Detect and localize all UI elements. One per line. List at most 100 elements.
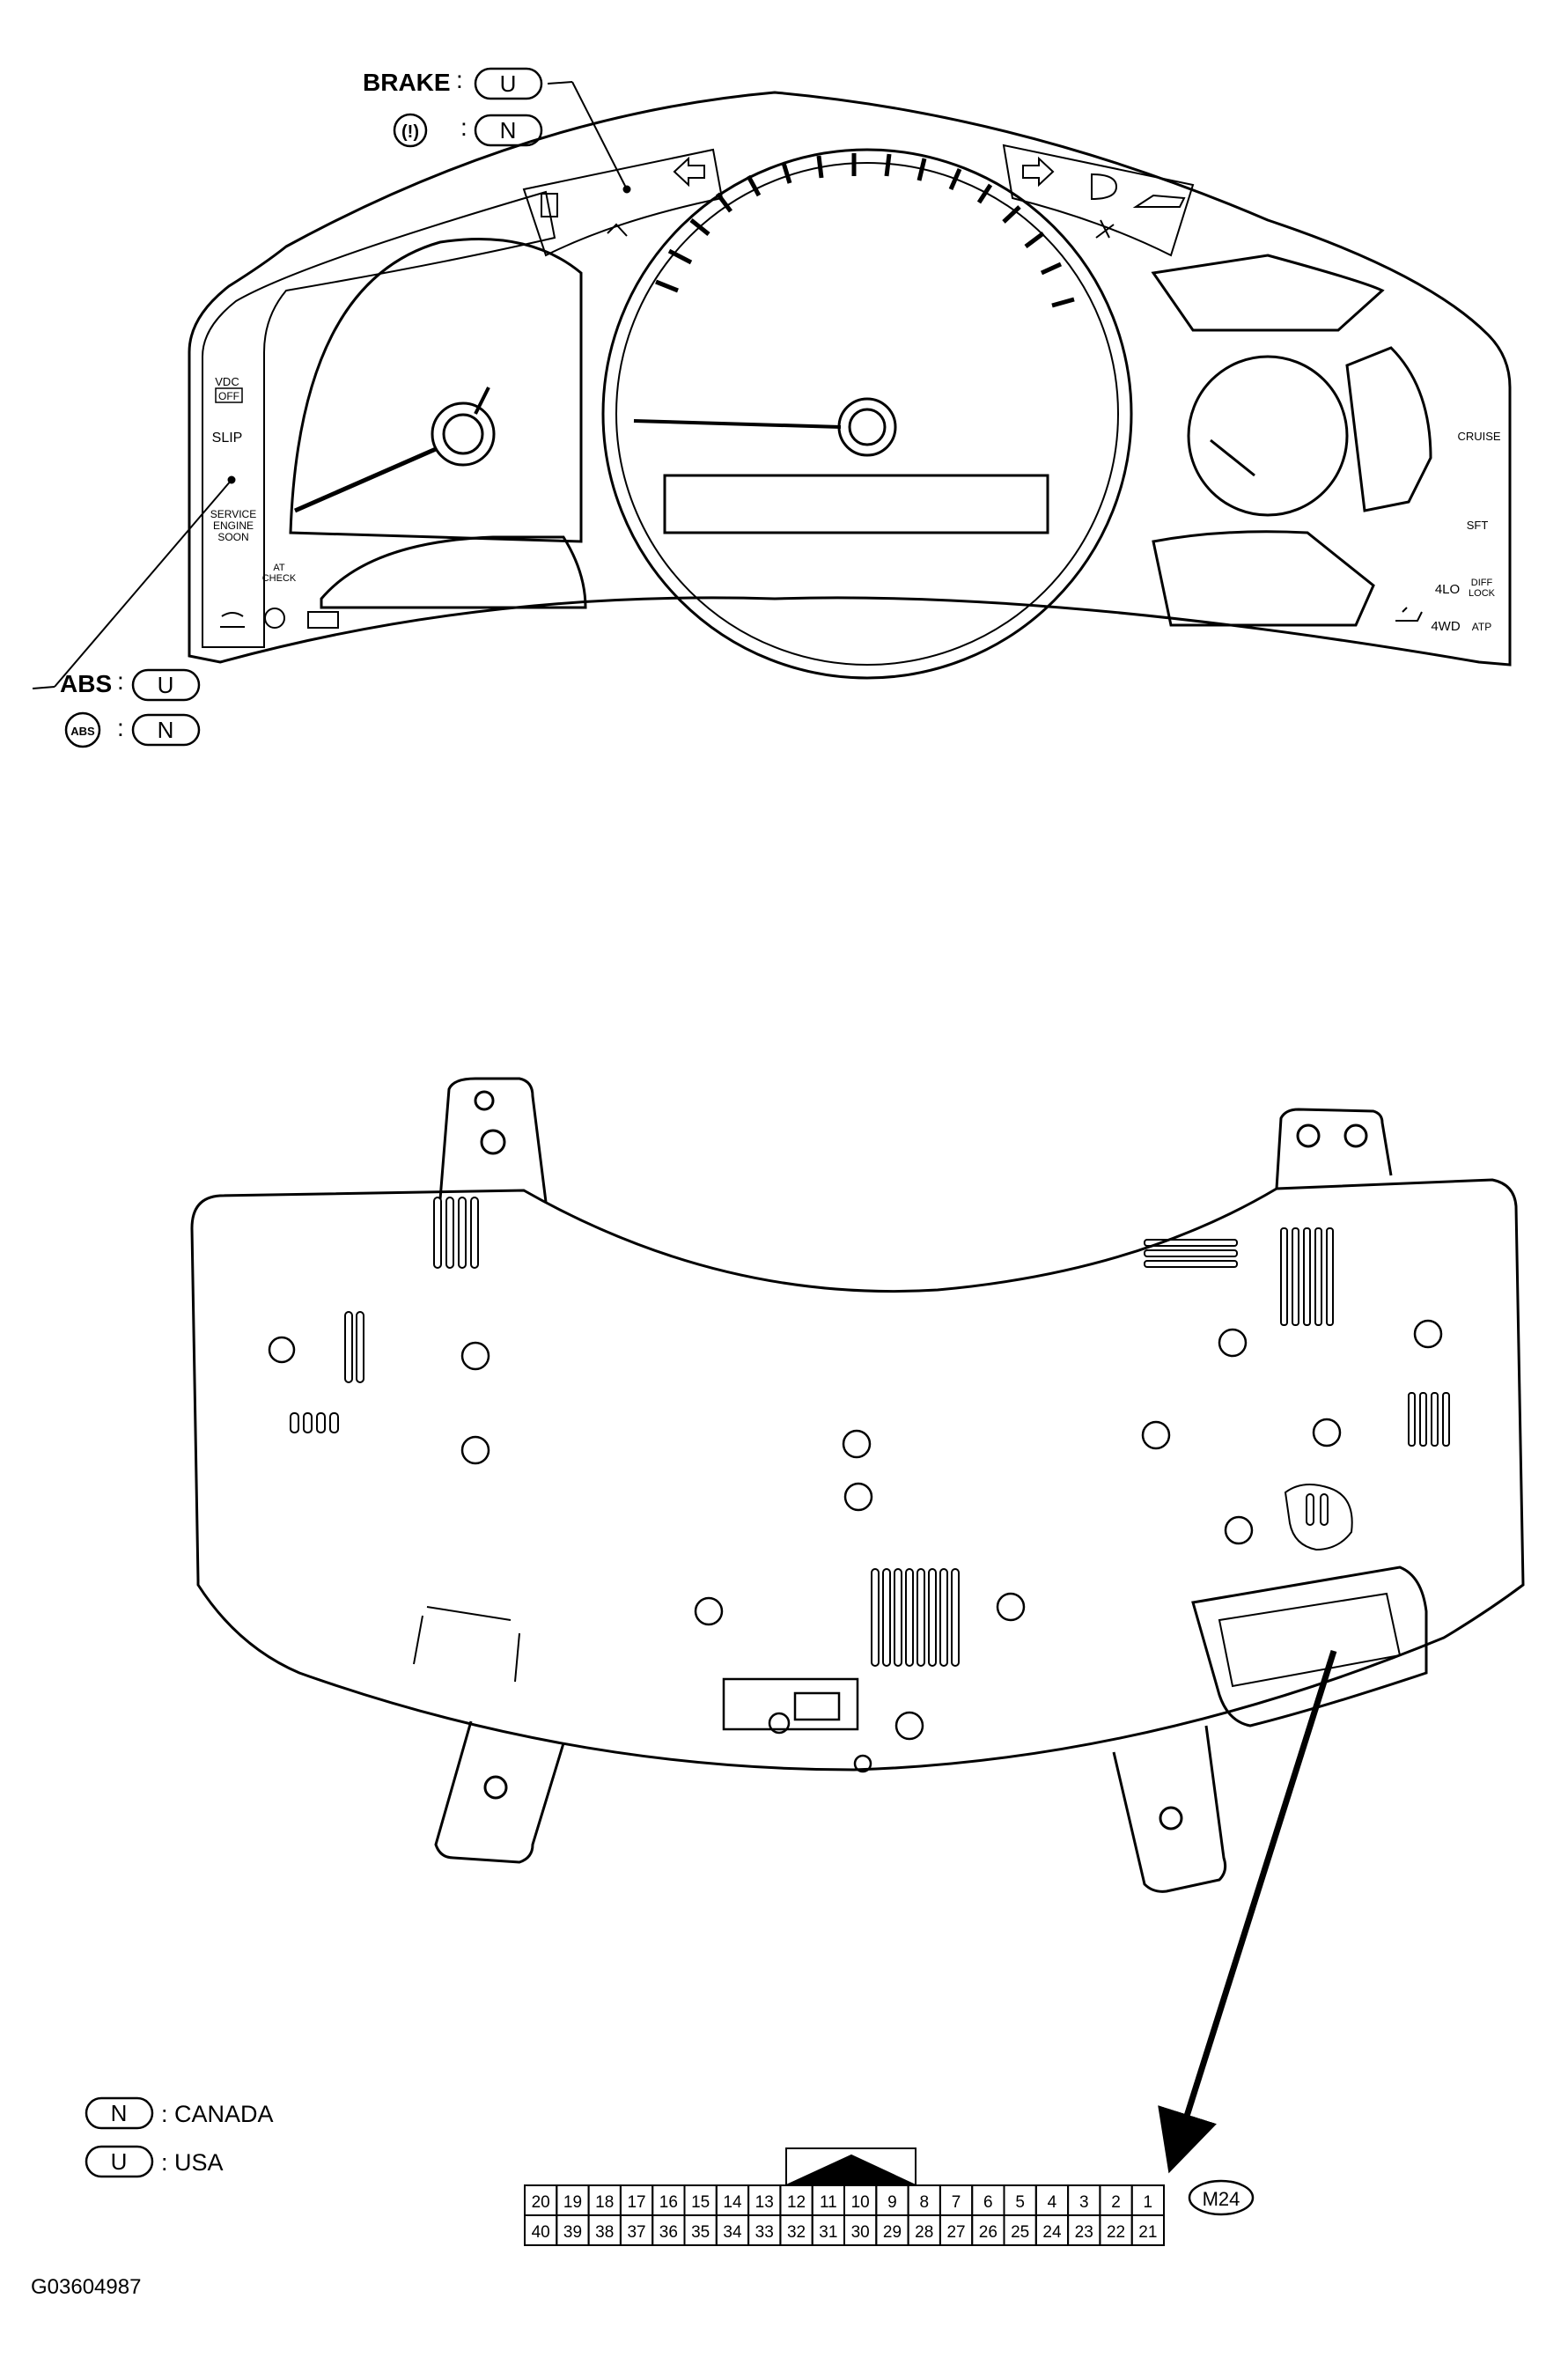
legend-u-box xyxy=(85,2145,154,2178)
pin-number: 33 xyxy=(755,2223,774,2242)
pin-number: 31 xyxy=(819,2223,837,2242)
at-check-label-2: CHECK xyxy=(262,573,297,584)
pin-number: 21 xyxy=(1138,2223,1157,2242)
brake-label: BRAKE xyxy=(363,69,451,96)
rear-connector-housing xyxy=(1191,1484,1428,1727)
speedometer xyxy=(601,148,1133,680)
cluster-housing xyxy=(188,91,1512,667)
oil-icon xyxy=(1395,607,1423,622)
pin-number: 10 xyxy=(851,2193,870,2212)
pin-number: 29 xyxy=(883,2223,902,2242)
pin-number: 13 xyxy=(755,2193,774,2212)
legend-u-code: U xyxy=(111,2148,128,2175)
cluster-rear-view xyxy=(190,1077,1525,1893)
pin-number: 22 xyxy=(1107,2223,1125,2242)
rear-module xyxy=(722,1677,859,1731)
washer-icon xyxy=(220,612,245,628)
trans-temp-gauge xyxy=(1152,530,1375,627)
brake-callout: BRAKE : U xyxy=(363,66,631,194)
cluster-indicator-labels: VDC OFF SLIP SERVICE ENGINE SOON AT CHEC… xyxy=(210,375,1501,634)
seatbelt-icon xyxy=(1095,219,1115,239)
pin-number: 28 xyxy=(915,2223,933,2242)
abs-symbol-code-box xyxy=(131,713,201,747)
brake-symbol-glyph: (!) xyxy=(401,122,419,142)
abs-sep: : xyxy=(117,667,124,695)
pin-number: 24 xyxy=(1042,2223,1062,2242)
speedometer-ticks xyxy=(655,153,1075,308)
pin-number: 6 xyxy=(983,2193,993,2212)
vdc-off-box xyxy=(215,387,243,403)
left-turn-icon xyxy=(673,156,705,188)
pin-number: 32 xyxy=(787,2223,806,2242)
pin-number: 23 xyxy=(1075,2223,1093,2242)
legend-n-code: N xyxy=(111,2100,128,2126)
diff-lock-label-1: DIFF xyxy=(1471,578,1493,588)
brake-warning-icon xyxy=(393,113,428,148)
legend-u-text: : USA xyxy=(161,2149,224,2176)
diff-lock-label-2: LOCK xyxy=(1469,588,1496,599)
pin-number: 8 xyxy=(919,2193,929,2212)
pin-number: 34 xyxy=(723,2223,742,2242)
pin-number: 40 xyxy=(532,2223,550,2242)
figure-id: G03604987 xyxy=(31,2275,141,2299)
right-turn-icon xyxy=(1022,156,1055,188)
at-check-label-1: AT xyxy=(273,563,285,573)
mount-tab-bottom-right xyxy=(1112,1725,1227,1893)
pin-number: 14 xyxy=(723,2193,742,2212)
vdc-off-label: OFF xyxy=(218,390,239,402)
voltmeter xyxy=(1345,346,1432,512)
pin-number: 30 xyxy=(851,2223,870,2242)
fuel-gauge xyxy=(320,535,587,609)
connector-id-badge xyxy=(1188,2179,1255,2216)
mount-tab-top-left xyxy=(438,1077,548,1203)
atp-label: ATP xyxy=(1472,621,1491,633)
brake-symbol-sep: : xyxy=(460,114,467,141)
mount-tab-bottom-left xyxy=(434,1720,565,1864)
service-label-3: SOON xyxy=(217,531,248,543)
brake-sep: : xyxy=(456,66,463,93)
brake-symbol-code-box xyxy=(474,114,543,147)
tachometer xyxy=(289,238,583,543)
brake-code: U xyxy=(500,70,517,97)
pin-number: 1 xyxy=(1144,2193,1153,2212)
service-label-1: SERVICE xyxy=(210,508,256,520)
vdc-label: VDC xyxy=(215,375,239,388)
connector-id: M24 xyxy=(1203,2188,1240,2210)
legend-n-text: : CANADA xyxy=(161,2101,274,2127)
brake-symbol-callout: (!) : N xyxy=(393,113,543,148)
pin-number: 17 xyxy=(627,2193,645,2212)
pin-number: 36 xyxy=(659,2223,678,2242)
pin-number: 19 xyxy=(563,2193,582,2212)
service-label-2: ENGINE xyxy=(213,519,254,532)
abs-symbol-callout: ABS : N xyxy=(64,711,201,748)
4wd-vehicle-icon xyxy=(1132,194,1186,208)
abs-code: U xyxy=(158,672,174,698)
mount-tab-top-right xyxy=(1275,1108,1393,1190)
4lo-label: 4LO xyxy=(1435,582,1460,597)
oil-pressure-gauge xyxy=(1187,355,1349,517)
temp-gauge xyxy=(1151,254,1385,332)
abs-warning-icon xyxy=(64,711,101,748)
abs-symbol-sep: : xyxy=(117,714,124,741)
pin-number: 25 xyxy=(1011,2223,1029,2242)
pin-number: 11 xyxy=(820,2193,837,2212)
sft-label: SFT xyxy=(1467,519,1489,532)
pin-number: 15 xyxy=(691,2193,710,2212)
odometer-display xyxy=(663,474,1049,534)
rear-holes xyxy=(268,1319,1443,1773)
pin-number: 16 xyxy=(659,2193,678,2212)
abs-symbol-glyph: ABS xyxy=(70,725,95,738)
pin-number: 38 xyxy=(595,2223,614,2242)
connector-arrow xyxy=(1158,1649,1337,2174)
pin-number: 18 xyxy=(595,2193,614,2212)
pin-number: 35 xyxy=(691,2223,710,2242)
pin-number: 37 xyxy=(627,2223,645,2242)
legend: N : CANADA U : USA xyxy=(85,2096,274,2178)
headlight-icon xyxy=(1091,173,1118,201)
pin-number: 27 xyxy=(946,2223,965,2242)
cluster-front-view: BRAKE : U (!) : N ABS : U ABS xyxy=(32,66,1512,748)
pin-number: 5 xyxy=(1015,2193,1025,2212)
pin-number: 7 xyxy=(952,2193,961,2212)
